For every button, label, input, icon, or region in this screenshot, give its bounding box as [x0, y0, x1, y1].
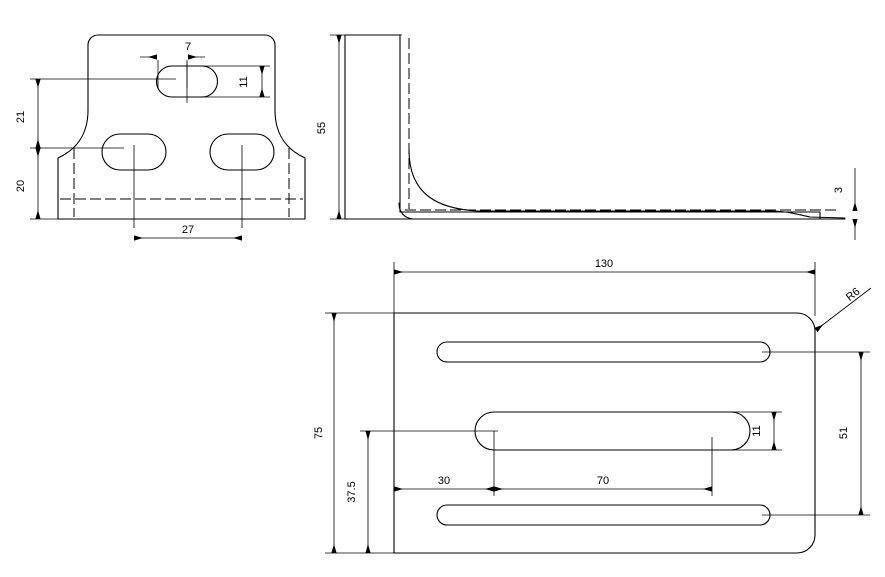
- side-view-base-corner-radius: [398, 202, 414, 220]
- front-dim-7-label: 7: [185, 41, 191, 53]
- top-dim-70-label: 70: [597, 475, 609, 487]
- front-view-slot-lower-left: [101, 133, 167, 171]
- front-dim-11-label: 11: [238, 76, 250, 87]
- side-dim-3-label: 3: [833, 187, 845, 193]
- front-dim-27-label: 27: [182, 224, 194, 236]
- front-view-slot-lower-right: [209, 133, 275, 171]
- front-dim-20-label: 20: [15, 180, 27, 192]
- top-dim-375-label: 37.5: [346, 481, 358, 502]
- top-view-outline: [393, 312, 816, 554]
- side-view-inner-fillet: [408, 149, 479, 212]
- top-dim-r6-label: R6: [844, 286, 862, 304]
- top-view: 130 75 37.5 51 11 30 70 R6: [313, 258, 872, 554]
- top-dim-51-label: 51: [838, 427, 850, 439]
- top-dim-30-label: 30: [438, 475, 450, 487]
- top-dim-75-label: 75: [313, 427, 325, 439]
- top-dim-11-label: 11: [751, 425, 763, 436]
- side-view: 55 3: [316, 34, 858, 240]
- front-view-outline: [57, 34, 306, 220]
- top-dim-r6-leader: [814, 287, 872, 333]
- top-view-slot-lower: [436, 504, 771, 526]
- side-dim-55-label: 55: [316, 122, 328, 134]
- front-view: 7 11 21 20 27: [15, 34, 306, 241]
- top-dim-130-label: 130: [595, 258, 613, 270]
- front-dim-21-label: 21: [15, 111, 27, 123]
- top-view-slot-upper: [436, 341, 771, 363]
- side-view-right-step: [477, 210, 846, 219]
- top-view-slot-centre: [474, 411, 751, 451]
- side-view-outline: [344, 34, 821, 220]
